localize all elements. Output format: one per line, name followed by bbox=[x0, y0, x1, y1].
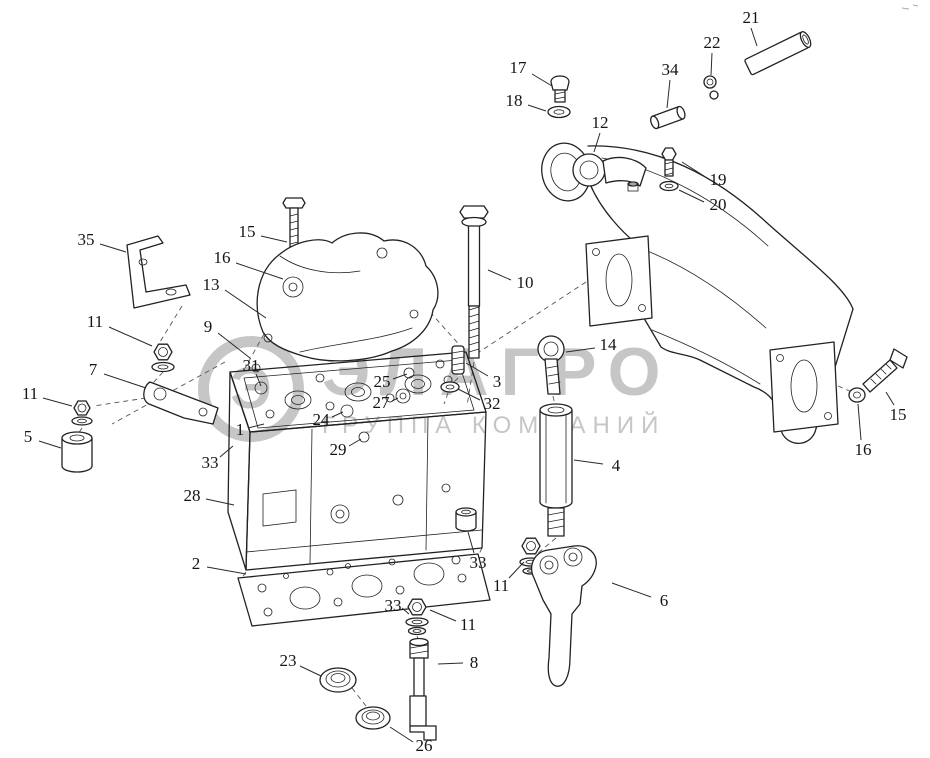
leader-line-33 bbox=[219, 445, 234, 458]
leader-line-9 bbox=[217, 332, 251, 359]
bracket-7 bbox=[143, 381, 219, 425]
seal-23 bbox=[319, 667, 357, 693]
clamp-6 bbox=[531, 545, 597, 687]
leader-line-25 bbox=[392, 373, 408, 380]
washer-20 bbox=[659, 180, 679, 192]
leader-line-3 bbox=[465, 362, 489, 377]
leader-line-22 bbox=[710, 52, 713, 76]
nut-11-upper bbox=[151, 343, 175, 373]
leader-line-12 bbox=[593, 132, 601, 153]
plug-17 bbox=[550, 75, 570, 103]
washer-32 bbox=[440, 381, 460, 393]
leader-line-6 bbox=[611, 582, 652, 598]
leader-line-33 bbox=[401, 607, 410, 615]
leader-line-7 bbox=[103, 373, 147, 389]
bushing-33-right bbox=[455, 507, 477, 532]
leader-line-11 bbox=[42, 397, 73, 407]
leader-line-17 bbox=[531, 73, 553, 87]
leader-line-16 bbox=[857, 403, 862, 441]
corner-artifact bbox=[901, 4, 919, 10]
leader-line-5 bbox=[38, 440, 62, 449]
cylinder-4 bbox=[539, 403, 573, 537]
bolt-19 bbox=[661, 147, 677, 177]
elbow-12 bbox=[572, 153, 647, 192]
leader-line-13 bbox=[224, 289, 267, 319]
leader-line-31 bbox=[255, 373, 262, 387]
leader-line-14 bbox=[565, 347, 596, 353]
leader-line-34 bbox=[666, 79, 671, 109]
eye-bolt-14 bbox=[537, 335, 565, 395]
leader-line-29 bbox=[348, 438, 362, 447]
cylinder-head-block bbox=[227, 351, 487, 571]
leader-line-10 bbox=[487, 269, 512, 281]
head-gasket-2 bbox=[237, 553, 491, 627]
leader-line-20 bbox=[678, 189, 705, 203]
clip-22 bbox=[703, 75, 719, 100]
leader-line-15 bbox=[260, 235, 288, 243]
leader-line-11 bbox=[108, 326, 153, 347]
leader-line-16 bbox=[235, 262, 284, 280]
leader-line-8 bbox=[437, 662, 464, 665]
bolt-15-right bbox=[862, 348, 908, 393]
leader-line-24 bbox=[331, 411, 344, 418]
leader-line-15 bbox=[885, 391, 895, 406]
leader-line-27 bbox=[391, 397, 399, 402]
leader-line-32 bbox=[457, 388, 481, 401]
fitting-34 bbox=[650, 105, 686, 130]
construction-lines bbox=[77, 262, 853, 707]
leader-line-18 bbox=[527, 104, 547, 112]
stud-8 bbox=[409, 637, 437, 741]
leader-line-28 bbox=[205, 498, 235, 506]
leader-lines bbox=[38, 27, 895, 743]
nut-11-bottom bbox=[405, 598, 429, 636]
leader-line-11 bbox=[429, 609, 457, 622]
leader-line-33 bbox=[467, 531, 475, 554]
seal-26 bbox=[355, 706, 391, 730]
pipe-21 bbox=[744, 31, 812, 76]
leader-line-19 bbox=[681, 161, 705, 177]
stud-3 bbox=[451, 345, 465, 375]
spacer-5 bbox=[61, 431, 93, 473]
nut-11-left bbox=[71, 400, 93, 426]
leader-line-2 bbox=[206, 566, 247, 575]
leader-line-26 bbox=[389, 726, 414, 743]
leader-line-11 bbox=[508, 561, 525, 579]
washer-18 bbox=[547, 105, 571, 119]
leader-line-21 bbox=[750, 27, 758, 47]
valve-cover-13 bbox=[256, 232, 439, 362]
leader-line-23 bbox=[299, 665, 322, 677]
bolt-10 bbox=[459, 205, 489, 359]
leader-line-1 bbox=[247, 423, 265, 429]
leader-line-35 bbox=[99, 243, 127, 253]
leader-line-4 bbox=[573, 459, 604, 465]
washer-16-right bbox=[848, 387, 866, 403]
bracket-35 bbox=[126, 235, 191, 309]
